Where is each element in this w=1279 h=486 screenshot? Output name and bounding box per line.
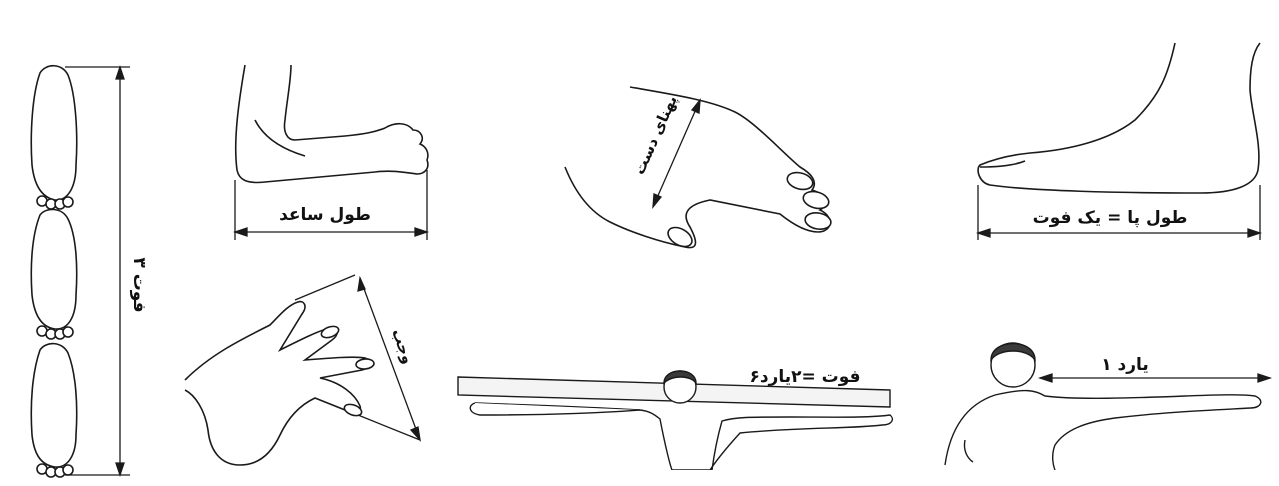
forearm-illustration bbox=[236, 65, 428, 183]
one-yard-dimension-line bbox=[1040, 374, 1270, 382]
foot-illustration-3 bbox=[31, 344, 76, 477]
panel-forearm: طول ساعد bbox=[225, 60, 440, 245]
panel-arm-span: ۶فوت =۲یارد bbox=[450, 355, 900, 470]
panel-span: وجب bbox=[180, 270, 435, 485]
forearm-length-label: طول ساعد bbox=[279, 205, 371, 225]
panel-three-feet: ۳ فوت bbox=[10, 55, 155, 485]
foot-illustration-1 bbox=[31, 66, 76, 209]
spread-hand-illustration bbox=[185, 302, 374, 465]
foot-length-label: طول پا = یک فوت bbox=[1033, 208, 1188, 228]
panel-foot-length: طول پا = یک فوت bbox=[970, 35, 1270, 245]
foot-side-illustration bbox=[978, 43, 1260, 193]
panel-one-yard: ۱ یارد bbox=[935, 330, 1275, 470]
span-label: وجب bbox=[388, 326, 417, 366]
foot-illustration-2 bbox=[31, 209, 76, 339]
panel-hand-width: پهنای دست bbox=[550, 82, 850, 262]
one-yard-label: ۱ یارد bbox=[1101, 355, 1149, 375]
three-feet-label: ۳ فوت bbox=[129, 257, 149, 312]
arm-span-label: ۶فوت =۲یارد bbox=[749, 367, 860, 387]
